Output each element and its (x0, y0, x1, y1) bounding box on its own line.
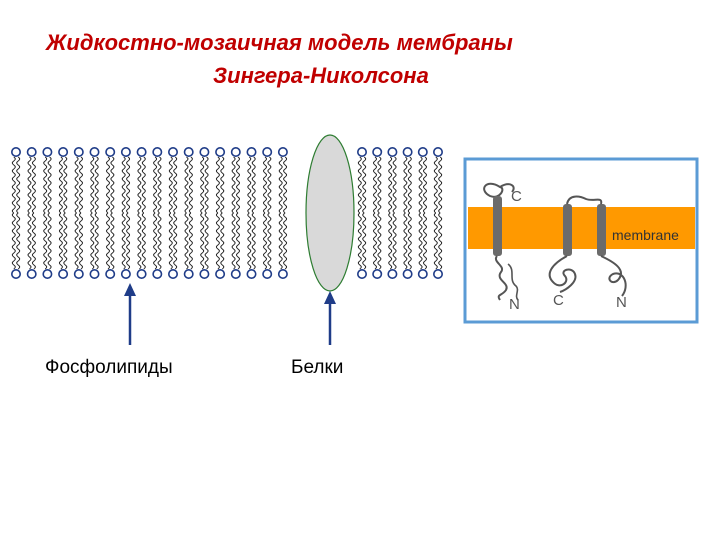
phospholipid-top (152, 147, 163, 214)
phospholipid-top (246, 147, 257, 214)
phospholipid-top (432, 147, 443, 214)
helix (493, 196, 502, 256)
phospholipid-bottom (402, 212, 413, 279)
phospholipid-bottom (432, 212, 443, 279)
phospholipid-top (11, 147, 21, 214)
phospholipid-bottom (89, 212, 100, 279)
phospholipid-top (230, 147, 241, 214)
helix (597, 204, 606, 256)
phospholipid-bottom (356, 212, 367, 279)
proteins-label: Белки (291, 357, 344, 378)
phospholipid-bottom (387, 212, 398, 279)
title-line-1: Жидкостно-мозаичная модель мембраны (46, 30, 513, 55)
phospholipid-top (168, 147, 179, 214)
phospholipid-bottom (168, 212, 179, 279)
protein-single-pass (483, 182, 519, 301)
phospholipid-bottom (230, 212, 241, 279)
title-line-2: Зингера-Николсона (213, 63, 429, 88)
phospholipid-top (277, 147, 288, 214)
membrane-protein-inset: membrane C N C N (463, 157, 699, 324)
phospholipid-top (89, 147, 100, 214)
phospholipid-top (417, 147, 428, 214)
phospholipid-top (402, 147, 413, 214)
n-terminus-label-2: N (616, 294, 627, 311)
proteins-arrow (324, 291, 336, 345)
phospholipid-top (183, 147, 194, 214)
phospholipid-top (26, 147, 37, 214)
phospholipid-bottom (136, 212, 147, 279)
phospholipid-bottom (277, 212, 288, 279)
integral-protein (305, 134, 355, 292)
phospholipid-top (120, 147, 131, 214)
phospholipid-bottom (105, 212, 116, 279)
phospholipid-bilayer (11, 147, 443, 279)
phospholipid-top (356, 147, 367, 214)
phospholipid-bottom (152, 212, 163, 279)
phospholipid-bottom (417, 212, 428, 279)
phospholipid-bottom (215, 212, 226, 279)
phospholipid-top (387, 147, 398, 214)
phospholipid-top (215, 147, 226, 214)
phospholipid-top (58, 147, 69, 214)
c-terminus-label-1: C (511, 188, 522, 205)
phospholipid-top (42, 147, 53, 214)
phospholipid-bottom (26, 212, 37, 279)
phospholipids-label: Фосфолипиды (45, 357, 173, 378)
n-terminus-label-1: N (509, 296, 520, 313)
phospholipid-bottom (42, 212, 53, 279)
phospholipid-bottom (120, 212, 131, 279)
phospholipid-top (136, 147, 147, 214)
phospholipid-top (262, 147, 273, 214)
phospholipid-top (372, 147, 383, 214)
phospholipid-bottom (246, 212, 257, 279)
phospholipid-bottom (11, 212, 21, 279)
phospholipid-bottom (183, 212, 194, 279)
membrane-label: membrane (612, 227, 679, 243)
helix (563, 204, 572, 256)
membrane-band (468, 207, 695, 249)
phospholipid-bottom (372, 212, 383, 279)
phospholipid-bottom (199, 212, 210, 279)
phospholipid-bottom (73, 212, 84, 279)
phospholipid-bottom (262, 212, 273, 279)
phospholipid-top (199, 147, 210, 214)
c-terminus-label-2: C (553, 292, 564, 309)
phospholipid-top (105, 147, 116, 214)
phospholipids-arrow (124, 283, 136, 345)
phospholipid-top (73, 147, 84, 214)
phospholipid-bottom (58, 212, 69, 279)
protein-double-pass (548, 195, 627, 297)
